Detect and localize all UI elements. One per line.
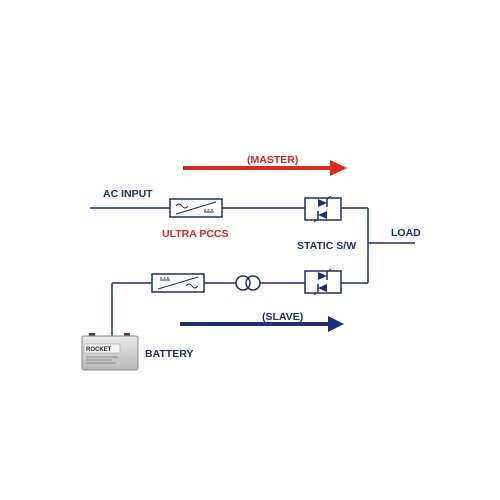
ultra-pccs-converter (169, 198, 223, 218)
slave-label: (SLAVE) (262, 311, 303, 323)
static-switch-bottom (304, 268, 342, 296)
battery-icon: ROCKET (81, 333, 139, 371)
ac-input-label: AC INPUT (103, 188, 153, 200)
transformer-icon (235, 275, 261, 291)
slave-arrow (180, 316, 344, 332)
master-arrow (183, 160, 347, 176)
battery-brand-text: ROCKET (86, 347, 112, 353)
master-label: (MASTER) (247, 154, 298, 166)
static-switch-top (304, 195, 342, 223)
ultra-pccs-label: ULTRA PCCS (162, 228, 229, 240)
battery-label: BATTERY (145, 348, 193, 360)
static-sw-label: STATIC S/W (297, 240, 356, 252)
load-label: LOAD (391, 227, 421, 239)
inverter-converter (151, 273, 205, 293)
